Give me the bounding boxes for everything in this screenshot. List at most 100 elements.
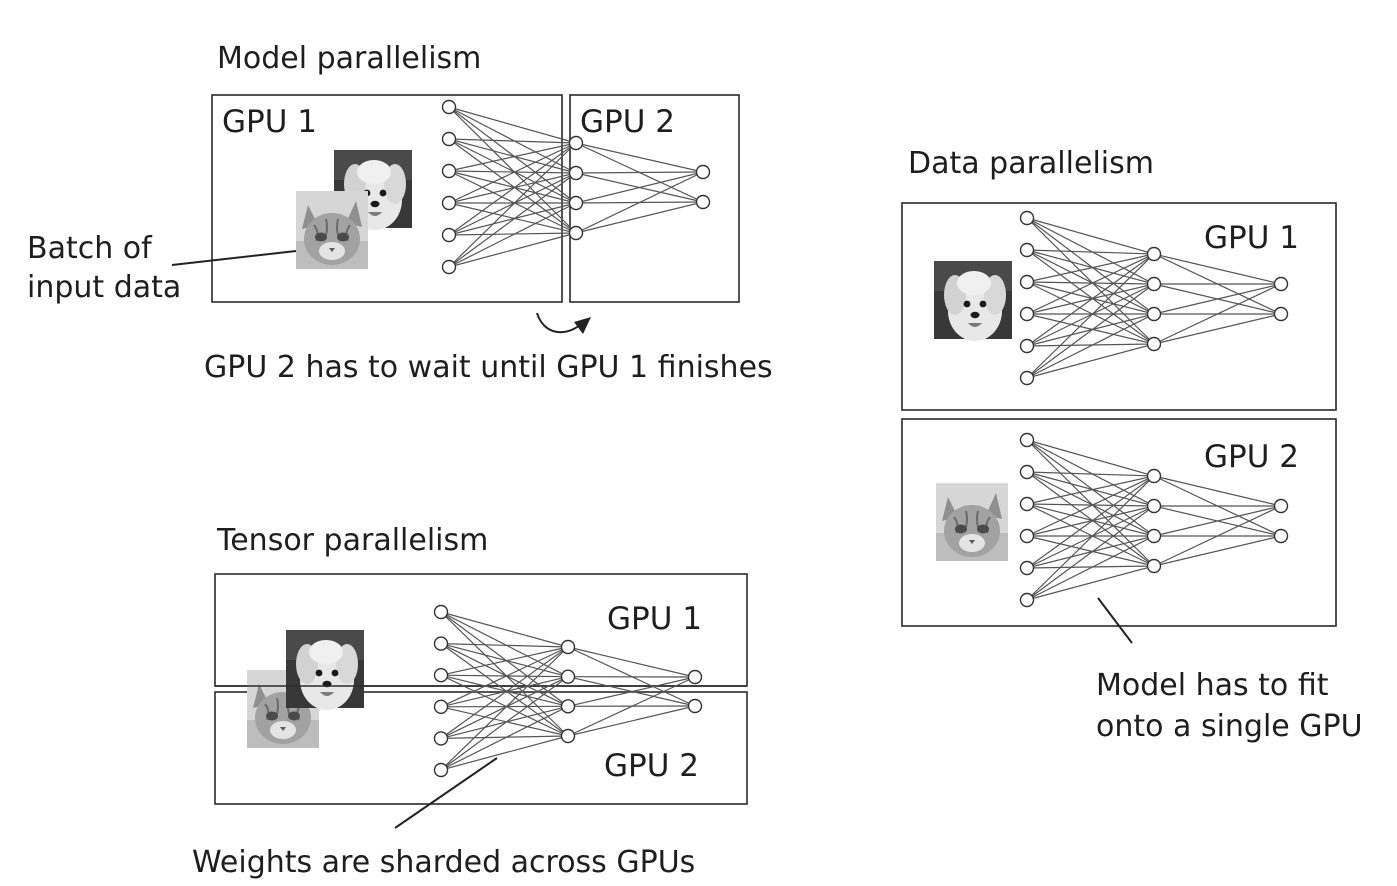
network-edge bbox=[440, 643, 569, 737]
model-gpu2-label: GPU 2 bbox=[580, 104, 675, 140]
network-edge bbox=[440, 706, 569, 737]
data-parallelism-title: Data parallelism bbox=[908, 146, 1154, 181]
network-edge bbox=[1153, 283, 1282, 315]
network-edge bbox=[1026, 283, 1155, 347]
network-node bbox=[1146, 558, 1162, 574]
network-edge bbox=[1026, 253, 1155, 283]
network-edge bbox=[1153, 505, 1282, 567]
network-node bbox=[1019, 592, 1035, 608]
network-node bbox=[1273, 306, 1289, 322]
model-parallelism-section: Model parallelism GPU 1 GPU 2 Batch of i… bbox=[27, 41, 773, 385]
network-edge bbox=[448, 142, 577, 172]
network-node bbox=[1019, 338, 1035, 354]
network-node bbox=[433, 636, 449, 651]
network-edge bbox=[575, 171, 704, 234]
network-node bbox=[560, 699, 576, 714]
network-edge bbox=[440, 676, 569, 771]
network-edge bbox=[440, 674, 569, 678]
network-edge bbox=[1153, 313, 1282, 345]
tensor-gpu2-box bbox=[214, 691, 748, 805]
batch-leader-line bbox=[171, 250, 297, 266]
network-node bbox=[1019, 306, 1035, 322]
network-node bbox=[560, 728, 576, 744]
cat-photo-icon bbox=[935, 482, 1009, 562]
network-edge bbox=[448, 202, 577, 268]
network-node bbox=[433, 604, 449, 620]
network-edge bbox=[567, 676, 696, 737]
network-node bbox=[441, 227, 457, 243]
network-edge bbox=[1026, 535, 1155, 569]
network-edge bbox=[1026, 565, 1155, 569]
network-node bbox=[1019, 528, 1035, 544]
network-node bbox=[433, 762, 449, 778]
network-edge bbox=[1026, 313, 1155, 345]
network-edge bbox=[1026, 217, 1155, 285]
network-edge bbox=[440, 676, 569, 739]
network-edge bbox=[1026, 249, 1155, 255]
network-edge bbox=[440, 646, 569, 708]
network-edge bbox=[1026, 217, 1155, 315]
network-node bbox=[695, 164, 711, 180]
network-node bbox=[560, 639, 576, 655]
fit-note-line2: onto a single GPU bbox=[1096, 709, 1363, 744]
network-node bbox=[687, 669, 703, 685]
network-edge bbox=[1026, 313, 1155, 347]
network-node bbox=[433, 699, 449, 714]
model-gpu1-label: GPU 1 bbox=[222, 104, 317, 140]
network-edge bbox=[448, 142, 577, 268]
network-edge bbox=[1153, 253, 1282, 285]
network-edge bbox=[448, 138, 577, 144]
network-edge bbox=[1026, 471, 1155, 507]
network-node bbox=[441, 131, 457, 147]
network-edge bbox=[440, 646, 569, 676]
network-edge bbox=[1026, 283, 1155, 379]
network-edge bbox=[567, 705, 696, 737]
network-node bbox=[1146, 276, 1162, 292]
network-edge bbox=[1026, 281, 1155, 315]
network-node bbox=[1146, 498, 1162, 514]
network-edge bbox=[1026, 503, 1155, 537]
network-edge bbox=[1026, 535, 1155, 567]
network-node bbox=[687, 698, 703, 714]
dog-photo-icon bbox=[286, 630, 364, 710]
network-edge bbox=[1026, 503, 1155, 567]
network-edge bbox=[1026, 503, 1155, 507]
network-edge bbox=[440, 646, 569, 739]
wait-note: GPU 2 has to wait until GPU 1 finishes bbox=[204, 350, 773, 385]
tensor-gpu2-label: GPU 2 bbox=[604, 748, 699, 784]
network-node bbox=[1146, 528, 1162, 544]
network-edge bbox=[575, 142, 704, 173]
network-edge bbox=[1026, 249, 1155, 315]
network-edge bbox=[440, 643, 569, 707]
network-edge bbox=[440, 676, 569, 708]
network-edge bbox=[440, 611, 569, 707]
network-node bbox=[1019, 370, 1035, 386]
network-edge bbox=[567, 676, 696, 707]
model-network bbox=[441, 99, 711, 275]
tensor-parallelism-title: Tensor parallelism bbox=[216, 523, 488, 558]
network-edge bbox=[448, 138, 577, 174]
tensor-network bbox=[433, 604, 703, 778]
network-edge bbox=[448, 106, 577, 174]
wait-arrow-head bbox=[574, 317, 591, 334]
network-edge bbox=[1026, 439, 1155, 567]
network-node bbox=[1019, 210, 1035, 226]
network-node bbox=[568, 165, 584, 181]
dog-photo-icon bbox=[934, 261, 1012, 341]
network-edge bbox=[1026, 217, 1155, 255]
network-node bbox=[441, 163, 457, 179]
network-edge bbox=[448, 170, 577, 234]
network-edge bbox=[1026, 475, 1155, 601]
batch-note-line1: Batch of bbox=[27, 231, 153, 266]
network-node bbox=[1146, 336, 1162, 352]
network-edge bbox=[448, 142, 577, 204]
network-node bbox=[1019, 464, 1035, 480]
network-edge bbox=[448, 106, 577, 144]
cat-photo-icon bbox=[295, 190, 369, 270]
network-edge bbox=[575, 171, 704, 204]
network-node bbox=[1019, 274, 1035, 290]
tensor-parallelism-section: Tensor parallelism GPU 1 GPU 2 Weights a… bbox=[192, 523, 748, 880]
network-node bbox=[441, 259, 457, 275]
network-edge bbox=[448, 232, 577, 268]
